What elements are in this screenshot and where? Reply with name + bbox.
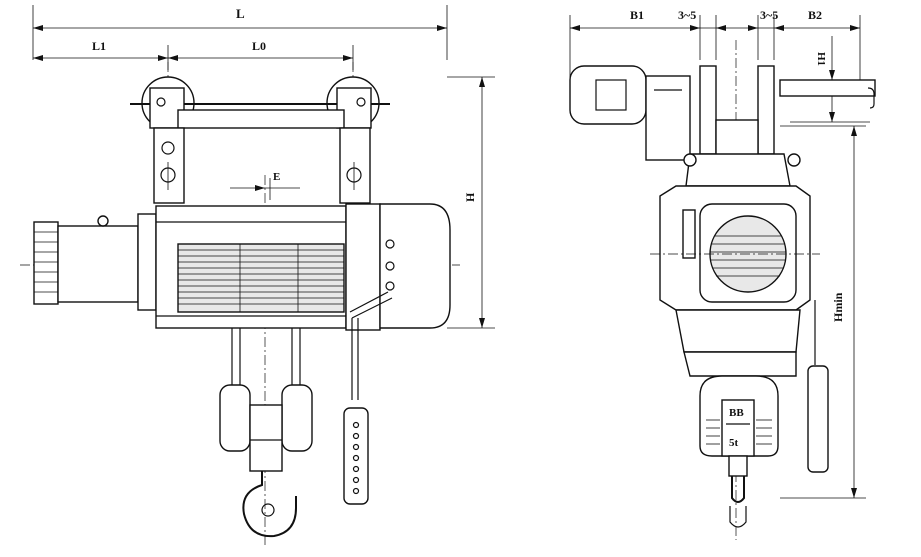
end-gearbox — [645, 75, 691, 161]
dim-H-label: H — [463, 192, 477, 202]
end-motor — [569, 65, 647, 125]
gearbox — [379, 203, 451, 329]
side-view: L L1 L0 H — [20, 5, 495, 545]
hook-block-right-sheave — [281, 384, 313, 452]
dim-B2-label: B2 — [808, 8, 822, 22]
dim-Hmin-label: Hmin — [831, 292, 845, 322]
end-view: B1 3~5 3~5 B2 H1 Hmin — [569, 8, 876, 540]
dim-B1-label: B1 — [630, 8, 644, 22]
dim-H1-label: H1 — [815, 52, 827, 66]
dim-gap-right-label: 3~5 — [760, 8, 778, 22]
hook-block-logo: BB — [729, 407, 744, 419]
end-pendant-control — [807, 365, 829, 473]
dim-E-label: E — [273, 171, 280, 183]
dim-L0-label: L0 — [252, 39, 266, 53]
rope-drum — [177, 243, 345, 313]
hook-block-capacity: 5t — [729, 437, 739, 449]
dim-L-label: L — [236, 6, 245, 21]
side-hook — [242, 471, 297, 538]
dim-L1-label: L1 — [92, 39, 106, 53]
hook-block-left-sheave — [219, 384, 251, 452]
end-hook — [731, 476, 745, 503]
motor-body — [57, 225, 139, 303]
dim-gap-left-label: 3~5 — [678, 8, 696, 22]
